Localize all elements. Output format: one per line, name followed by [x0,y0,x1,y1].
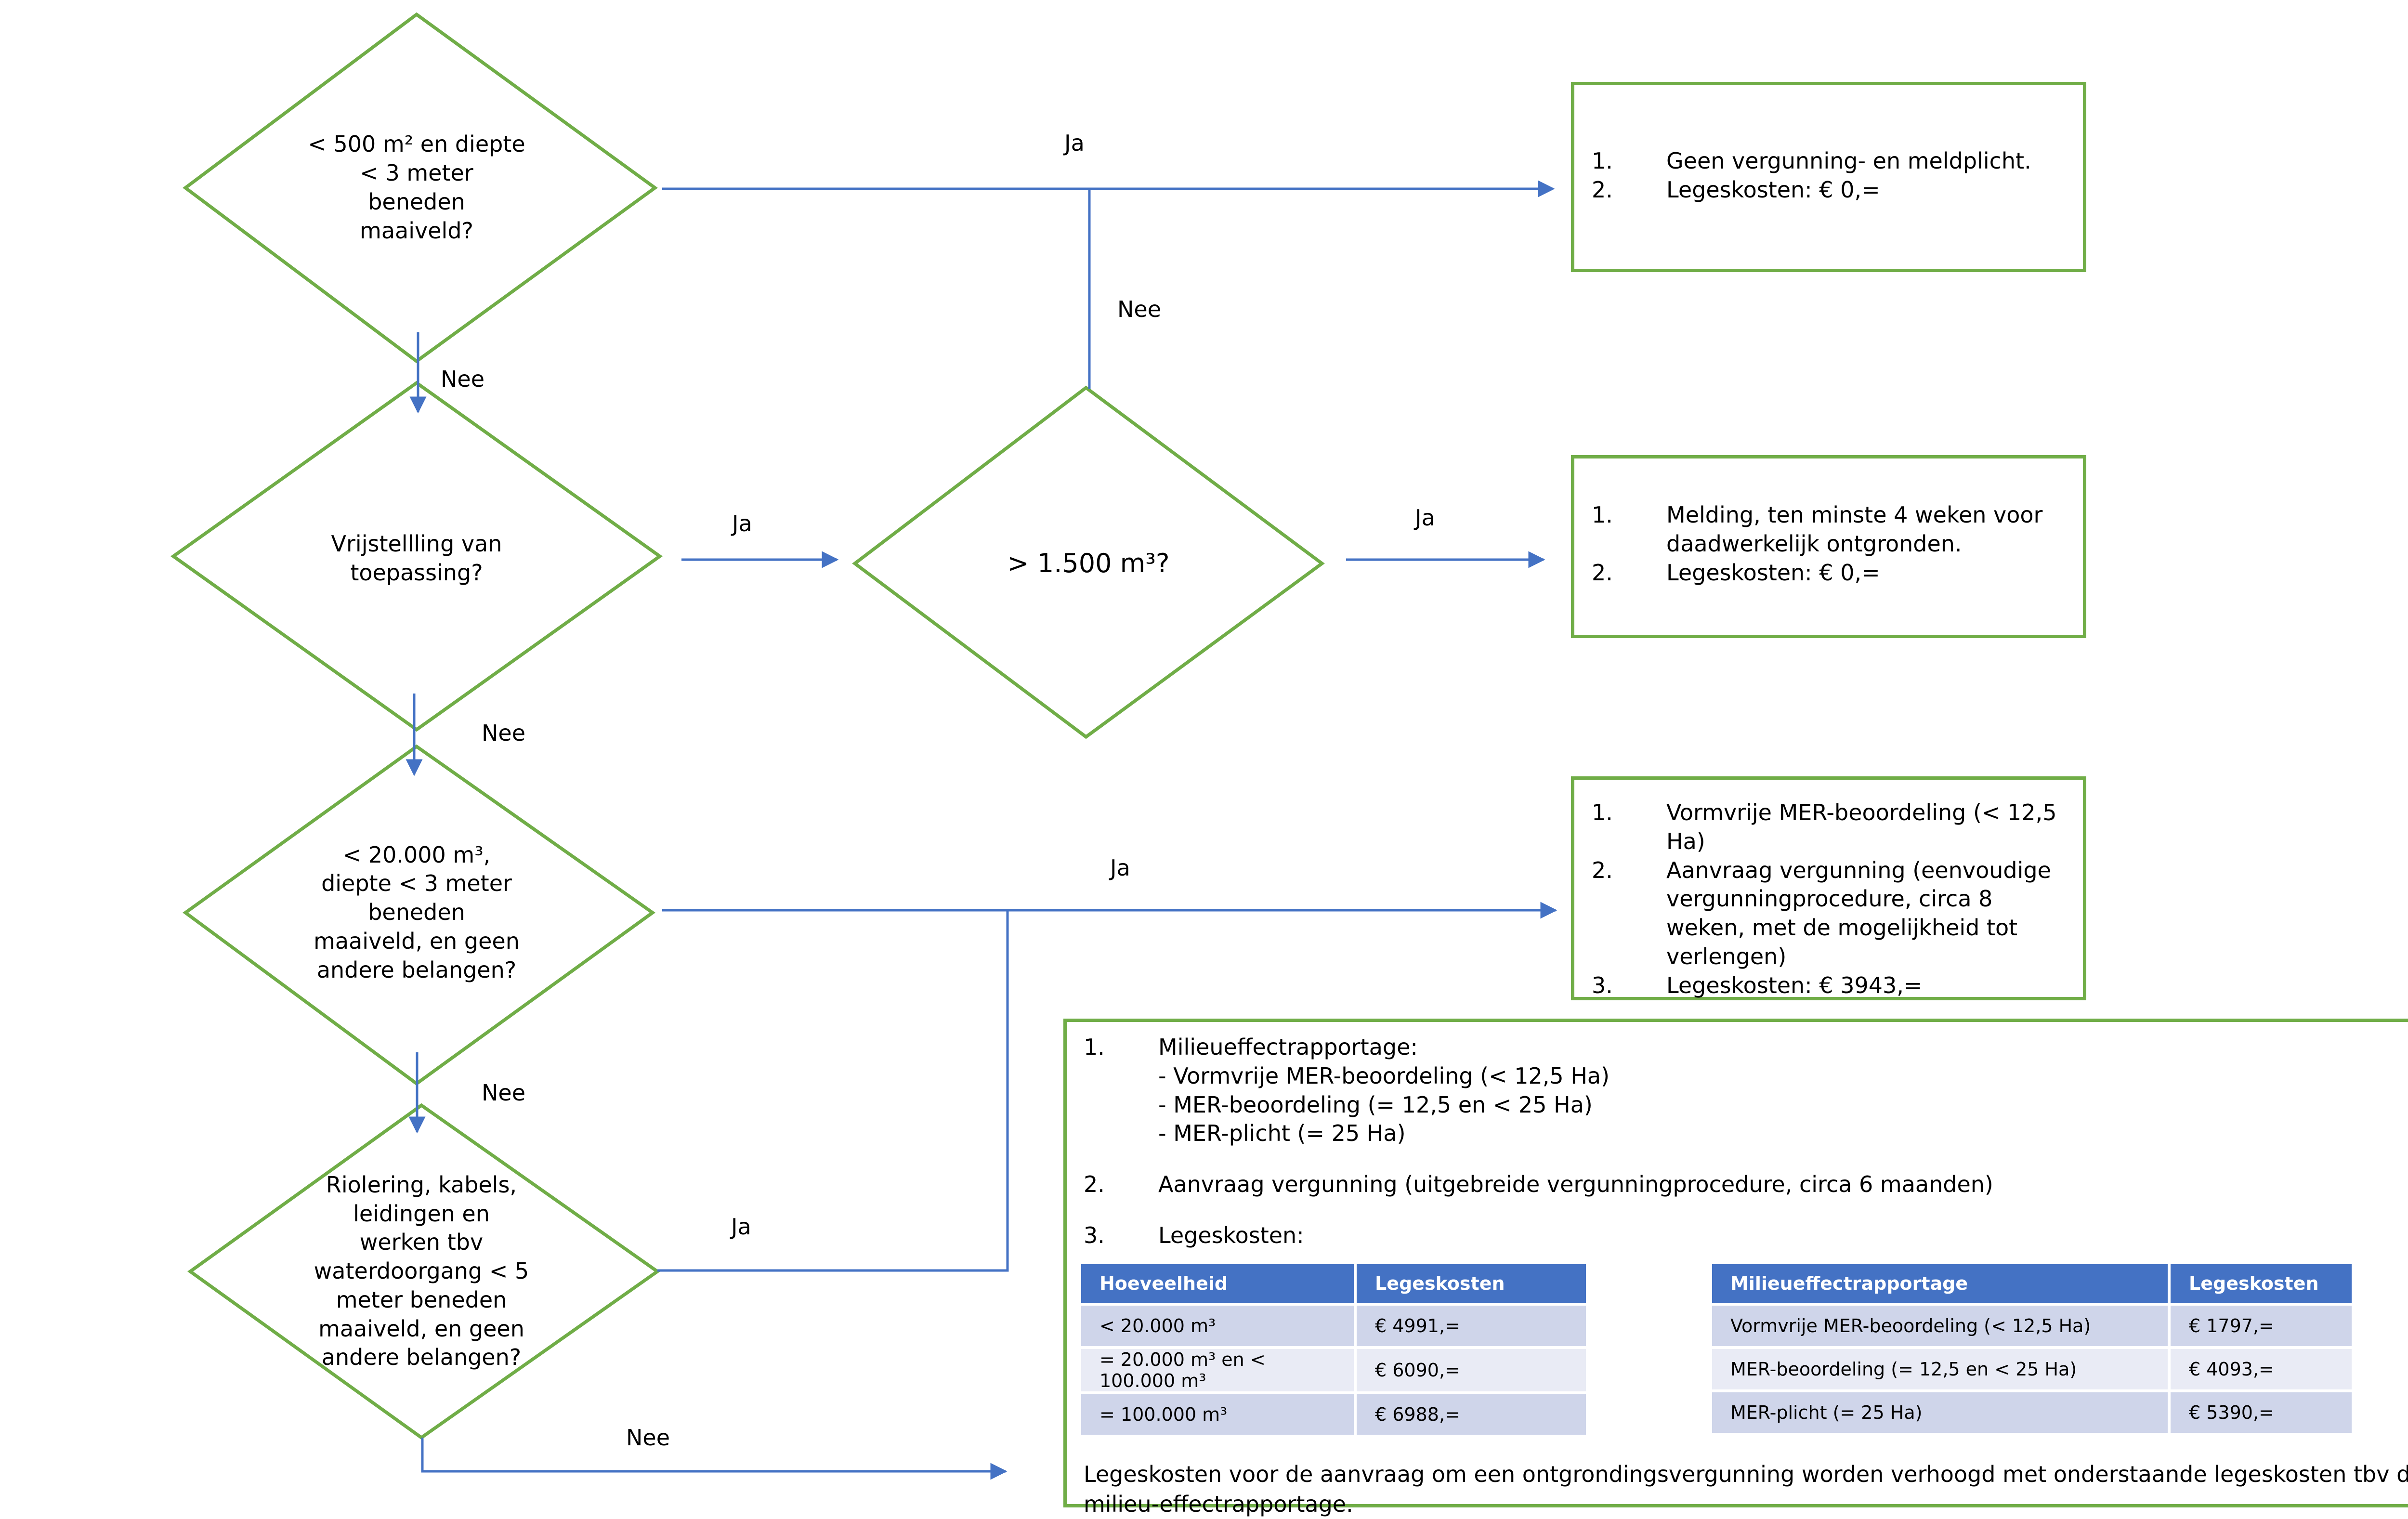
label-ja-d1: Ja [1064,130,1085,156]
table-row: Vormvrije MER-beoordeling (< 12,5 Ha) € … [1712,1303,2355,1346]
sub-item: - MER-beoordeling (= 12,5 en < 25 Ha) [1158,1091,1593,1118]
decision-3-shape [852,385,1325,739]
line-d5-ja [657,910,1009,1272]
decision-2-text: Vrijstellling van toepassing? [331,531,502,586]
decision-1-shape [183,12,658,364]
result-box-2-list: 1.Melding, ten minste 4 weken voor daadw… [1592,501,2073,587]
table-row: = 100.000 m³ € 6988,= [1081,1391,1589,1435]
list-item: 2.Aanvraag vergunning (uitgebreide vergu… [1084,1171,1993,1198]
sub-item: - Vormvrije MER-beoordeling (< 12,5 Ha) [1158,1062,1610,1089]
label-nee-d4: Nee [482,1080,526,1106]
list-item: 2.Aanvraag vergunning (eenvoudige vergun… [1592,857,2051,969]
table-header: Milieueffectrapportage [1712,1264,2171,1303]
list-item: 2.Legeskosten: € 0,= [1592,559,1880,586]
result-box-3-list: 1.Vormvrije MER-beoordeling (< 12,5 Ha) … [1592,799,2068,1000]
list-item: 3.Legeskosten: [1084,1222,1304,1248]
table-header: Hoeveelheid [1081,1264,1357,1303]
table-row: MER-beoordeling (= 12,5 en < 25 Ha) € 40… [1712,1346,2355,1389]
list-item: 1. Milieueffectrapportage: - Vormvrije M… [1084,1033,2408,1148]
table-header: Legeskosten [1357,1264,1589,1303]
table-row: MER-plicht (= 25 Ha) € 5390,= [1712,1389,2355,1433]
list-item: 1.Melding, ten minste 4 weken voor daadw… [1592,502,2043,557]
label-ja-d4: Ja [1110,855,1130,881]
table-row: = 20.000 m³ en < 100.000 m³ € 6090,= [1081,1346,1589,1391]
table-row: < 20.000 m³ € 4991,= [1081,1303,1589,1346]
decision-2-shape [170,380,663,732]
result-box-3 [1571,776,2086,1000]
sub-item: - MER-plicht (= 25 Ha) [1158,1120,1406,1147]
list-item: 1.Geen vergunning- en meldplicht. [1592,148,2031,174]
label-nee-d2: Nee [482,720,526,746]
footer-note: Legeskosten voor de aanvraag om een ontg… [1084,1461,2408,1518]
list-item: 3.Legeskosten: € 3943,= [1592,972,1923,998]
decision-4-text: < 20.000 m³, diepte < 3 meter beneden ma… [314,841,520,983]
list-item: 1.Vormvrije MER-beoordeling (< 12,5 Ha) [1592,799,2057,854]
table-milieueffectrapportage: Milieueffectrapportage Legeskosten Vormv… [1712,1264,2355,1433]
decision-3-text: > 1.500 m³? [1007,548,1170,578]
label-nee-d5: Nee [626,1425,670,1451]
table-hoeveelheid: Hoeveelheid Legeskosten < 20.000 m³ € 49… [1081,1264,1589,1435]
decision-1-text: < 500 m² en diepte < 3 meter beneden maa… [308,131,525,244]
label-nee-d1: Nee [441,366,485,392]
arrow-d5-nee [421,1438,1008,1480]
table-header: Legeskosten [2171,1264,2355,1303]
label-ja-d2: Ja [732,511,752,537]
list-item: 2.Legeskosten: € 0,= [1592,176,1880,203]
result-box-1-list: 1.Geen vergunning- en meldplicht. 2.Lege… [1592,147,2073,205]
result-box-1 [1571,82,2086,272]
result-box-2 [1571,455,2086,638]
label-nee-d3: Nee [1117,296,1162,322]
label-ja-d3: Ja [1415,505,1435,531]
result-box-4-list: 1. Milieueffectrapportage: - Vormvrije M… [1084,1033,2408,1250]
decision-5-text: Riolering, kabels, leidingen en werken t… [314,1171,529,1371]
label-ja-d5: Ja [731,1214,751,1240]
